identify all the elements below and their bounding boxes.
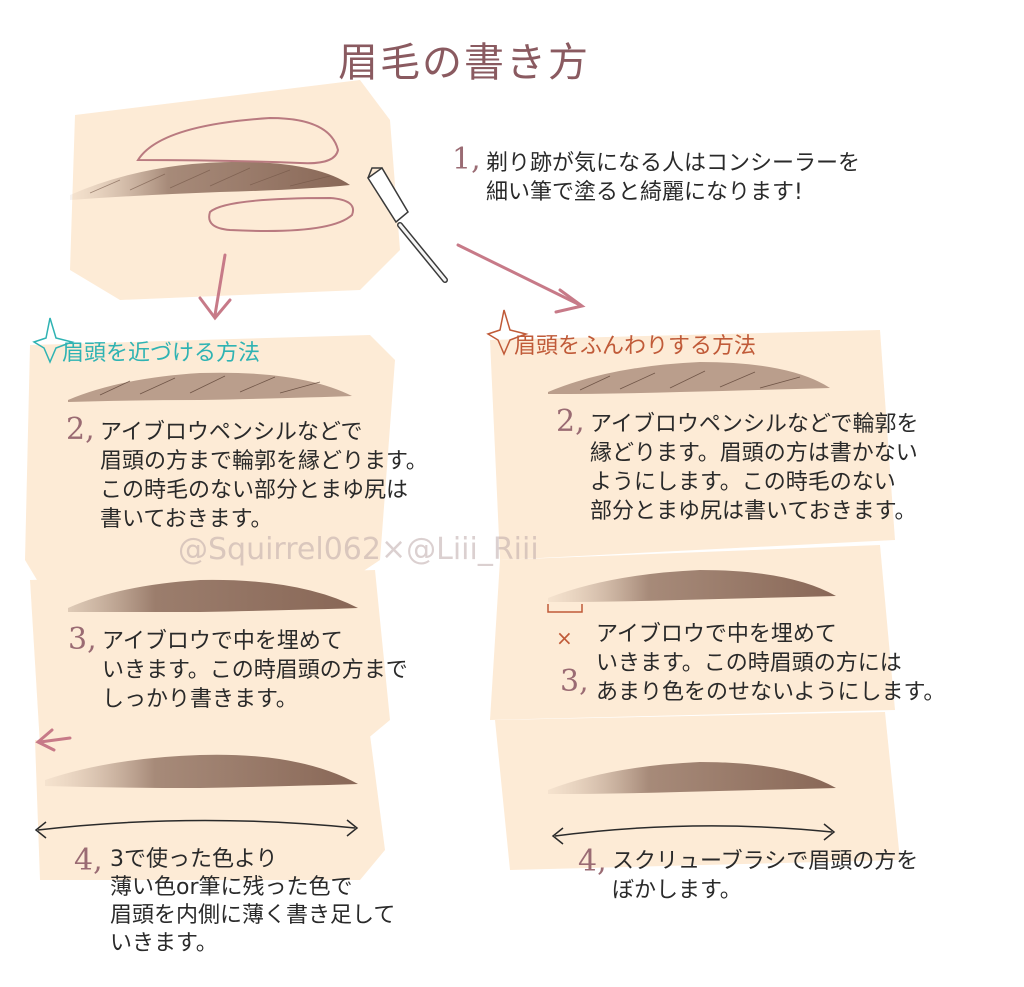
left-step3-line: アイブロウで中を埋めて (102, 629, 343, 654)
left-step4-number: 4, (74, 843, 103, 878)
right-step2-line: 縁どります。眉頭の方は書かない (590, 441, 918, 466)
left-width-bracket (34, 819, 359, 839)
left-heading: 眉頭を近づける方法 (62, 341, 261, 366)
right-brow-step4 (548, 762, 836, 794)
left-step4-text: 3で使った色より 薄い色or筆に残った色で 眉頭を内側に薄く書き足して いきます… (110, 846, 395, 958)
concealer-outline-lower (208, 196, 354, 232)
right-step4-line: スクリューブラシで眉頭の方を (612, 849, 919, 874)
right-step2-line: アイブロウペンシルなどで輪郭を (590, 412, 919, 437)
brow-head-bracket (547, 604, 583, 613)
left-step2-text: アイブロウペンシルなどで 眉頭の方まで輪郭を縁どります。 この時毛のない部分とま… (100, 418, 428, 534)
left-step3-text: アイブロウで中を埋めて いきます。この時眉頭の方まで しっかり書きます。 (102, 627, 408, 714)
left-step2-line: 書いておきます。 (100, 507, 273, 532)
right-step4-number: 4, (578, 844, 607, 879)
step1-line: 細い筆で塗ると綺麗になります! (486, 180, 803, 205)
right-step3-line: あまり色をのせないようにします。 (596, 680, 946, 705)
right-step2-line: 部分とまゆ尻は書いておきます。 (590, 499, 917, 524)
concealer-outline-upper (136, 116, 340, 165)
step1-number: 1, (452, 142, 481, 177)
right-heading: 眉頭をふんわりする方法 (514, 334, 757, 359)
right-step4-line: ぼかします。 (612, 878, 742, 903)
step1-line: 剃り跡が気になる人はコンシーラーを (486, 151, 861, 176)
top-eyebrow (70, 116, 354, 232)
left-brow-step2 (68, 372, 352, 402)
star-icon (32, 317, 75, 364)
left-step2-line: この時毛のない部分とまゆ尻は (100, 478, 409, 503)
right-step3-line: アイブロウで中を埋めて (596, 622, 837, 647)
left-brow-step3 (68, 579, 358, 612)
left-step4-line: 薄い色or筆に残った色で (110, 875, 353, 900)
watermark: @Squirrel062×@Liii_Riii (178, 532, 539, 567)
left-step4-line: 眉頭を内側に薄く書き足して (110, 903, 396, 928)
left-step3-line: いきます。この時眉頭の方まで (102, 658, 408, 683)
right-brow-step3 (547, 570, 836, 613)
brow-head-mark: × (556, 626, 573, 650)
star-icon (486, 309, 529, 356)
left-step4-line: 3で使った色より (110, 847, 278, 872)
right-step4-text: スクリューブラシで眉頭の方を ぼかします。 (612, 847, 918, 905)
left-step3-line: しっかり書きます。 (102, 687, 298, 712)
right-step2-line: ようにします。この時毛のない (590, 470, 896, 495)
left-step4-line: いきます。 (110, 931, 218, 956)
left-brow-step4 (45, 754, 358, 788)
right-step3-line: いきます。この時眉頭の方には (596, 651, 902, 676)
left-step3-number: 3, (68, 622, 97, 657)
right-step3-text: アイブロウで中を埋めて いきます。この時眉頭の方には あまり色をのせないようにし… (596, 620, 945, 707)
right-step2-number: 2, (556, 404, 585, 439)
arrow-icon (35, 243, 586, 752)
step1-text: 剃り跡が気になる人はコンシーラーを 細い筆で塗ると綺麗になります! (486, 149, 860, 207)
page-title: 眉毛の書き方 (338, 40, 590, 86)
right-width-bracket (551, 823, 836, 845)
left-step2-line: アイブロウペンシルなどで (100, 420, 363, 445)
right-brow-step2 (548, 362, 830, 394)
brush-icon (366, 166, 448, 283)
right-step3-number: 3, (560, 664, 589, 699)
left-step2-number: 2, (66, 412, 95, 447)
left-step2-line: 眉頭の方まで輪郭を縁どります。 (100, 449, 428, 474)
right-step2-text: アイブロウペンシルなどで輪郭を 縁どります。眉頭の方は書かない ようにします。こ… (590, 410, 918, 526)
